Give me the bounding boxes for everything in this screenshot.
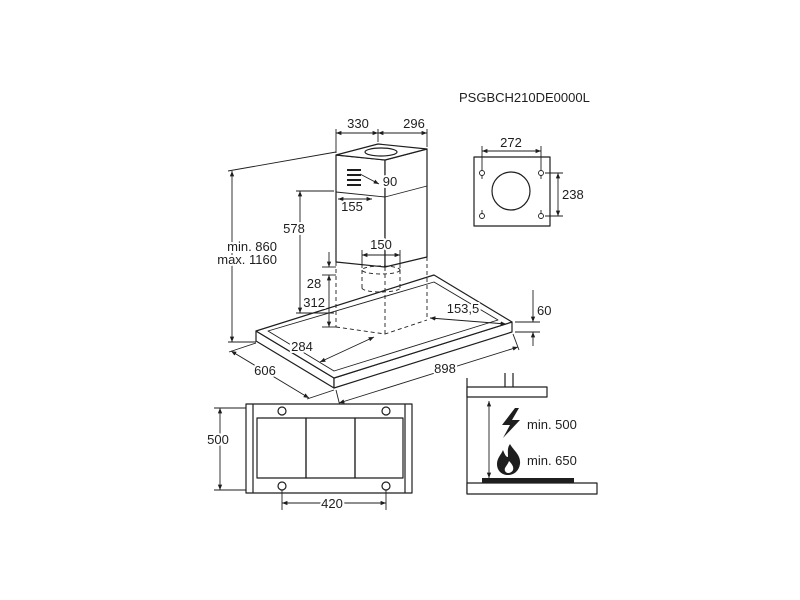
- label-606: 606: [254, 363, 276, 378]
- label-60: 60: [537, 303, 551, 318]
- label-90: 90: [383, 174, 397, 189]
- label-500: 500: [207, 432, 229, 447]
- label-electric-clearance: min. 500: [527, 417, 577, 432]
- label-238: 238: [562, 187, 584, 202]
- outlet-plate: [473, 156, 551, 227]
- label-gas-clearance: min. 650: [527, 453, 577, 468]
- canopy-outline: [245, 403, 413, 494]
- model-code: PSGBCH210DE0000L: [459, 90, 590, 105]
- outlet-collar: [361, 265, 401, 293]
- label-578: 578: [283, 221, 305, 236]
- chimney: [335, 143, 428, 268]
- label-330: 330: [347, 116, 369, 131]
- dimension-606: 606: [228, 342, 335, 400]
- hood-isometric-view: 330 296 90 155 578 min. 860 max. 1160: [215, 114, 553, 407]
- dimension-155: 155: [338, 196, 372, 216]
- clearance-side-view: min. 500 min. 650: [466, 373, 598, 495]
- underside-plan-view: 500 420: [205, 403, 413, 513]
- label-312: 312: [303, 295, 325, 310]
- dimension-272: 272: [481, 133, 542, 170]
- label-height-min: min. 860: [227, 239, 277, 254]
- pan-support: [482, 478, 574, 483]
- cooktop: [466, 482, 598, 495]
- lightning-icon: [502, 408, 520, 438]
- label-296: 296: [403, 116, 425, 131]
- label-height-max: max. 1160: [217, 252, 277, 267]
- dimension-500: 500: [205, 407, 246, 491]
- outlet-hole: [491, 171, 531, 211]
- flame-icon: [497, 444, 521, 475]
- dimension-overall-height: min. 860 max. 1160: [215, 151, 337, 343]
- dimension-60: 60: [515, 290, 553, 346]
- hood-profile: [466, 386, 548, 398]
- label-153-5: 153,5: [447, 301, 480, 316]
- label-150: 150: [370, 237, 392, 252]
- filter-panel: [354, 417, 404, 479]
- outlet-plan-view: 272 238: [473, 133, 586, 227]
- grease-filters: [256, 417, 404, 479]
- dimension-90: 90: [359, 172, 399, 191]
- chimney-duct-opening: [364, 147, 398, 157]
- chimney-top-face: [335, 143, 428, 161]
- dimension-898: 898: [335, 333, 520, 407]
- label-28: 28: [307, 276, 321, 291]
- dimension-chimney-top: 330 296: [335, 114, 428, 153]
- label-272: 272: [500, 135, 522, 150]
- chimney-vents: [347, 169, 361, 186]
- dimension-153-5: 153,5: [429, 299, 507, 326]
- dimension-420: 420: [281, 490, 387, 513]
- motor-housing: [335, 257, 428, 335]
- label-284: 284: [291, 339, 313, 354]
- dimension-150: 150: [361, 235, 401, 268]
- label-898: 898: [434, 361, 456, 376]
- chimney-section-joint: [335, 185, 428, 198]
- label-420: 420: [321, 496, 343, 511]
- label-155: 155: [341, 199, 363, 214]
- dimension-28-312: 28 312: [301, 252, 336, 328]
- mounting-keyholes: [479, 170, 544, 219]
- dimension-238: 238: [545, 172, 586, 217]
